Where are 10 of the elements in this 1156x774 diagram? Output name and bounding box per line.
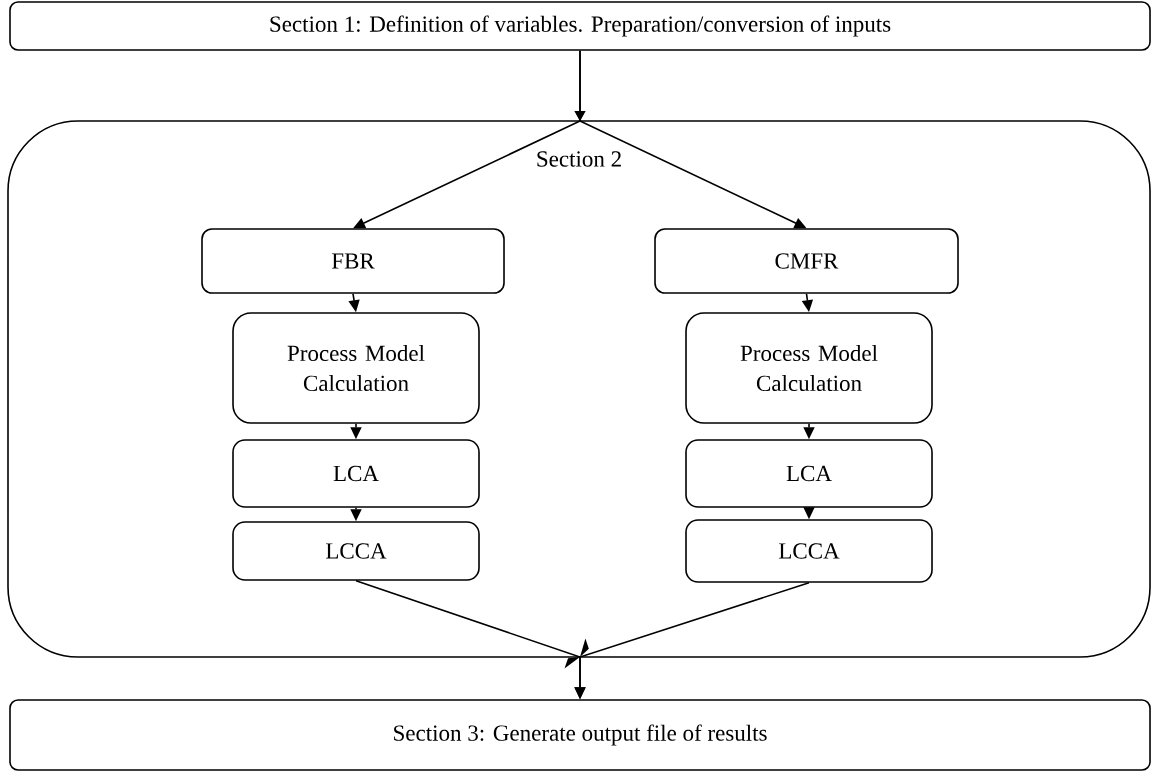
process-box: CMFR — [654, 228, 959, 294]
section-box: Section 3: Generate output file of results — [9, 699, 1151, 771]
process-box: FBR — [201, 228, 505, 294]
process-box: LCA — [232, 439, 480, 508]
section-box: Section 1: Definition of variables. Preparation/conversion of inputs — [9, 1, 1151, 51]
process-box: LCCA — [685, 519, 933, 583]
process-box: Process Model Calculation — [232, 312, 480, 424]
process-box: LCA — [685, 439, 933, 508]
process-box: LCCA — [232, 521, 480, 581]
process-box: Process Model Calculation — [685, 312, 933, 424]
